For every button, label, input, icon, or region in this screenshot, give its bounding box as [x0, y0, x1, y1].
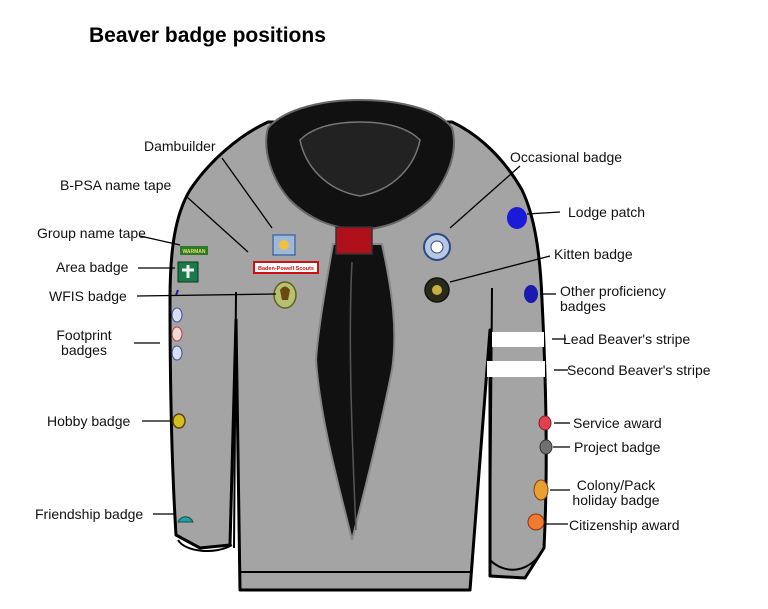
label-hobby-badge: Hobby badge: [47, 413, 131, 429]
project-badge-mark: [539, 439, 553, 455]
name-tape-badge: [253, 261, 319, 274]
leader-lines: [134, 157, 570, 525]
friendship-badge-mark: [177, 516, 194, 523]
lead-beaver-stripe: [492, 332, 544, 347]
label-wfis-badge: WFIS badge: [49, 288, 127, 304]
citizenship-award-badge: [527, 513, 545, 531]
second-beaver-stripe: [487, 361, 545, 377]
lodge-patch: [507, 207, 527, 229]
service-award-badge: [538, 415, 552, 431]
colony-holiday-badge: [533, 479, 549, 501]
label-second-beaver-stripe: Second Beaver's stripe: [567, 362, 711, 378]
other-proficiency-badge: [524, 285, 538, 303]
page-title: Beaver badge positions: [89, 24, 326, 47]
left-cuff: [177, 539, 233, 552]
footprint-badge-3: [171, 345, 183, 361]
label-citizenship-award: Citizenship award: [569, 517, 680, 533]
name-tape-text: Baden-Powell Scouts: [258, 266, 314, 272]
label-group-name-tape: Group name tape: [37, 225, 146, 241]
label-colony-holiday-line2: holiday badge: [572, 492, 660, 508]
label-other-proficiency: Other proficiency badges: [560, 284, 666, 314]
label-lodge-patch: Lodge patch: [568, 204, 646, 220]
hobby-badge-mark: [172, 413, 186, 429]
label-area-badge: Area badge: [56, 259, 129, 275]
scarf-tail: [314, 243, 396, 541]
left-sleeve-seam: [233, 291, 237, 549]
label-kitten-badge: Kitten badge: [554, 246, 633, 262]
label-project-badge: Project badge: [574, 439, 661, 455]
label-footprint-line1: Footprint: [56, 327, 112, 343]
label-service-award: Service award: [573, 415, 662, 431]
footprint-badge-2: [171, 326, 183, 342]
label-dambuilder: Dambuilder: [144, 138, 216, 154]
collar-inner: [299, 121, 421, 197]
right-cuff: [489, 547, 545, 571]
right-sleeve-seam: [489, 287, 493, 549]
group-name-tape-badge: [180, 246, 208, 255]
group-name-tape-text: WARMAN: [182, 249, 205, 255]
scarf-fold: [349, 261, 357, 531]
label-footprint-badges: Footprint badges: [50, 328, 118, 358]
label-lead-beaver-stripe: Lead Beaver's stripe: [563, 331, 691, 347]
label-bpsa-name-tape: B-PSA name tape: [60, 177, 172, 193]
label-colony-holiday: Colony/Pack holiday badge: [568, 478, 664, 508]
footprint-badge-1: [171, 307, 183, 323]
label-occasional-badge: Occasional badge: [510, 149, 623, 165]
label-footprint-line2: badges: [61, 342, 107, 358]
label-other-proficiency-line2: badges: [560, 298, 606, 314]
woggle: [335, 226, 373, 255]
label-other-proficiency-line1: Other proficiency: [560, 283, 666, 299]
label-colony-holiday-line1: Colony/Pack: [576, 477, 656, 493]
label-friendship-badge: Friendship badge: [35, 506, 144, 522]
